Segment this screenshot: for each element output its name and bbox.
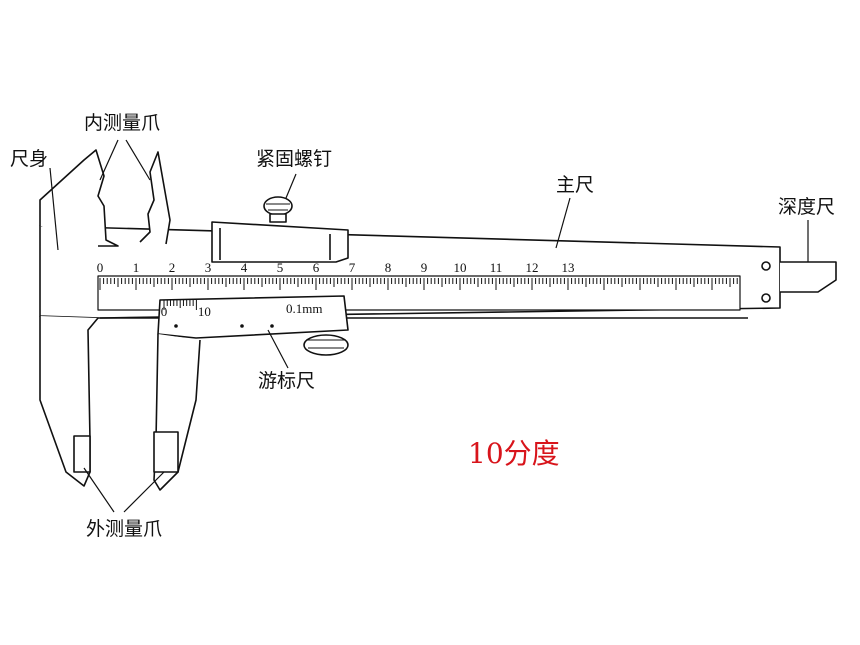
main-scale-number: 9 <box>421 260 428 275</box>
label-main-scale: 主尺 <box>556 174 595 196</box>
vernier-number: 10 <box>198 304 211 319</box>
thumb-wheel <box>303 334 349 356</box>
label-lock-screw: 紧固螺钉 <box>256 148 333 170</box>
label-ruler-body: 尺身 <box>10 148 49 170</box>
vernier-plate <box>157 295 349 339</box>
label-outer-jaw: 外测量爪 <box>86 518 163 540</box>
main-scale-number: 2 <box>169 260 176 275</box>
label-inner-jaw: 内测量爪 <box>84 112 161 134</box>
slider-block <box>211 221 349 263</box>
lock-screw <box>263 196 293 216</box>
vernier-number: 0 <box>161 304 168 319</box>
inner-jaw-fixed <box>39 149 119 247</box>
main-scale-number: 5 <box>277 260 284 275</box>
main-scale-number: 4 <box>241 260 248 275</box>
main-scale-number: 7 <box>349 260 356 275</box>
depth-rod <box>780 261 837 293</box>
main-scale-number: 13 <box>562 260 575 275</box>
vernier-unit: 0.1mm <box>286 301 322 316</box>
inner-jaw-movable <box>139 151 171 245</box>
main-scale-number: 3 <box>205 260 212 275</box>
main-scale-number: 1 <box>133 260 140 275</box>
main-scale-number: 6 <box>313 260 320 275</box>
main-scale-number: 10 <box>454 260 467 275</box>
main-scale-number: 8 <box>385 260 392 275</box>
label-vernier: 游标尺 <box>258 370 316 392</box>
label-depth-rod: 深度尺 <box>778 196 836 218</box>
main-scale-number: 11 <box>490 260 503 275</box>
main-scale-number: 0 <box>97 260 104 275</box>
caption-10-division: 10分度 <box>468 437 560 470</box>
main-scale-number: 12 <box>526 260 539 275</box>
